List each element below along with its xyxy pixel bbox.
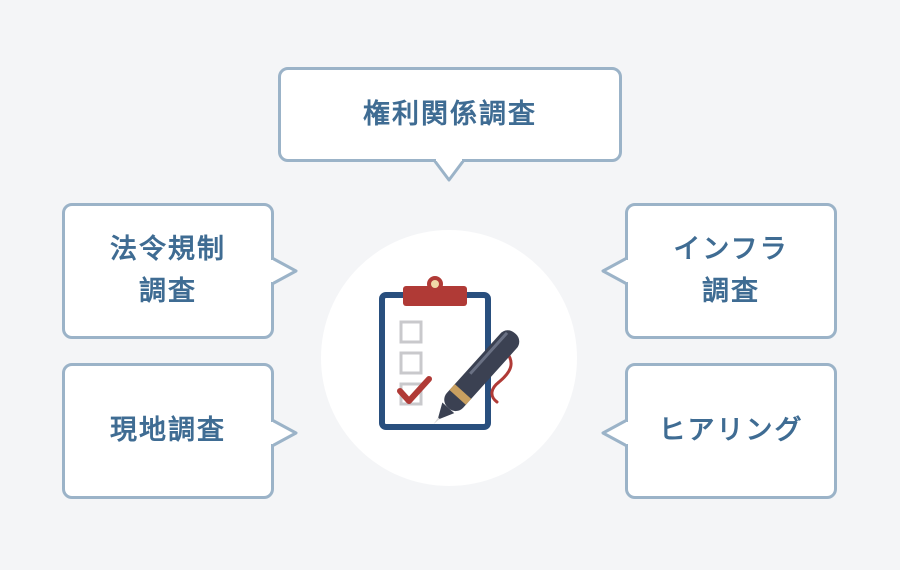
bubble-label: 法令規制 調査 [110,234,226,307]
bubble-label: インフラ 調査 [673,234,789,307]
clipboard-checklist-icon [379,276,520,430]
bubble-hearing: ヒアリング [625,363,837,499]
checkbox-1 [399,320,423,344]
bubble-tail-top-right [601,256,629,286]
bubble-label: 現地調査 [110,415,226,446]
bubble-tail-top [432,158,466,182]
bubble-label: ヒアリング [658,415,804,446]
check-mark-icon [397,376,432,404]
bubble-infrastructure-survey: インフラ 調査 [625,203,837,339]
bubble-rights-survey: 権利関係調査 [278,67,622,162]
pen-icon [433,330,520,425]
bubble-tail-bottom-left [270,418,298,448]
bubble-site-survey: 現地調査 [62,363,274,499]
checkbox-2 [399,351,423,375]
bubble-label: 権利関係調査 [363,98,537,130]
bubble-tail-top-left [270,256,298,286]
bubble-regulation-survey: 法令規制 調査 [62,203,274,339]
bubble-tail-bottom-right [601,418,629,448]
clip [403,286,467,306]
